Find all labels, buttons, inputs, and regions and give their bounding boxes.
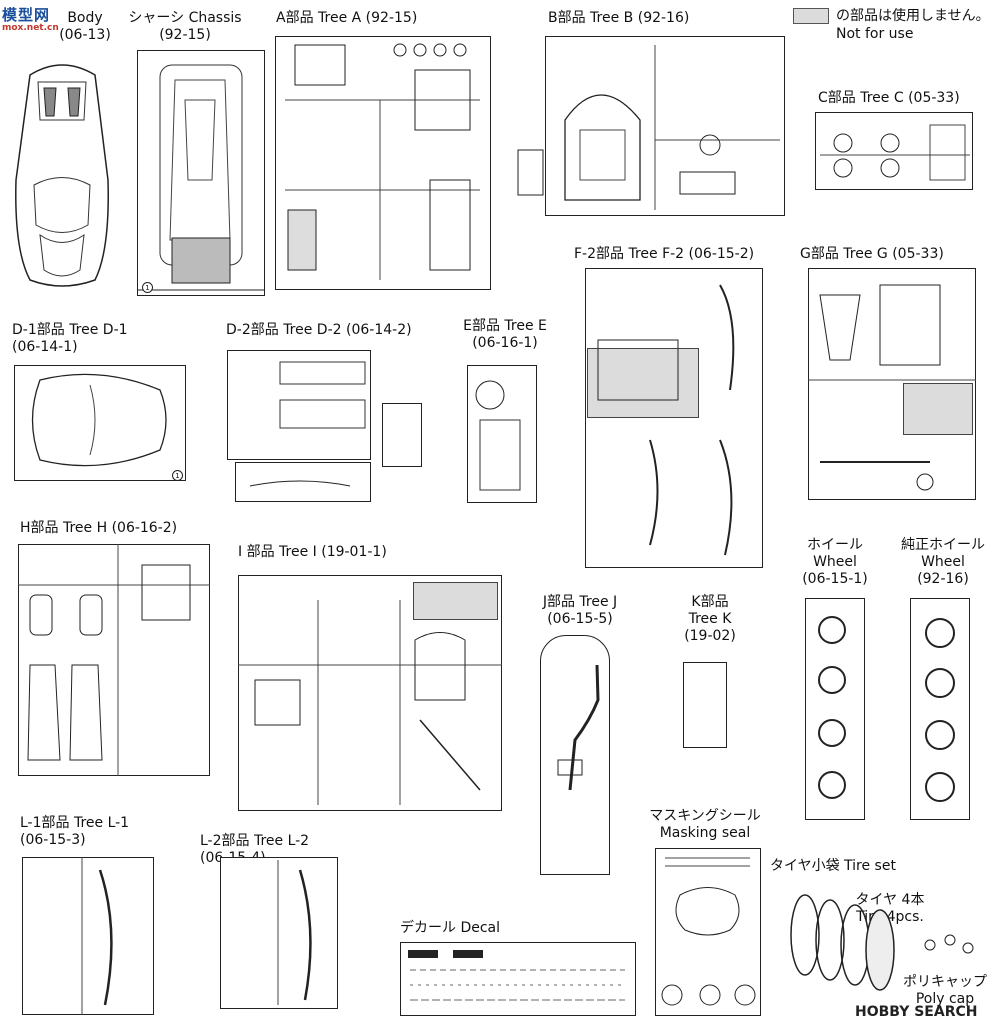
tree-d1-label: D-1部品 Tree D-1(06-14-1) — [12, 322, 128, 355]
tree-e-label: E部品 Tree E(06-16-1) — [463, 318, 547, 351]
site-watermark-logo: 模型网 mox.net.cn — [2, 4, 59, 33]
tree-h-label: H部品 Tree H (06-16-2) — [20, 520, 178, 536]
decal-label: デカール Decal — [400, 920, 501, 936]
wheel-frame — [805, 598, 865, 820]
tree-l1-frame — [22, 857, 154, 1015]
body-label: Body(06-13) — [59, 10, 111, 43]
tree-d2-side-frame — [382, 403, 422, 467]
not-for-use-swatch — [793, 8, 829, 24]
tree-h-frame — [18, 544, 210, 776]
tree-j-label: J部品 Tree J(06-15-5) — [542, 594, 618, 627]
tree-c-label: C部品 Tree C (05-33) — [818, 90, 960, 106]
tree-b-label: B部品 Tree B (92-16) — [548, 10, 690, 26]
tree-l2-frame — [220, 857, 338, 1009]
tree-a-label: A部品 Tree A (92-15) — [276, 10, 418, 26]
watermark-cn-text: 模型网 — [2, 6, 51, 24]
tree-b-frame — [545, 36, 785, 216]
tree-i-label: I 部品 Tree I (19-01-1) — [238, 544, 387, 560]
tree-d2-bottom-frame — [235, 462, 371, 502]
legend-line-2: Not for use — [836, 26, 914, 42]
tree-d2-frame — [227, 350, 371, 460]
tree-g-label: G部品 Tree G (05-33) — [800, 246, 944, 262]
tree-d1-frame — [14, 365, 186, 481]
part-number-marker: 1 — [142, 282, 153, 293]
tree-f2-label: F-2部品 Tree F-2 (06-15-2) — [574, 246, 755, 262]
masking-seal-sheet — [655, 848, 761, 1016]
not-for-use-area — [587, 348, 699, 418]
tree-d2-label: D-2部品 Tree D-2 (06-14-2) — [226, 322, 412, 338]
decal-sheet — [400, 942, 636, 1016]
tree-f2-frame — [585, 268, 763, 568]
chassis-label: シャーシ Chassis(92-15) — [128, 10, 242, 43]
legend-line-1: の部品は使用しません。 — [836, 8, 990, 24]
oem-wheel-frame — [910, 598, 970, 820]
tree-l2-label: L-2部品 Tree L-2(06-15-4) — [200, 833, 310, 866]
part-number-marker: 1 — [172, 470, 183, 481]
tree-l1-label: L-1部品 Tree L-1(06-15-3) — [20, 815, 130, 848]
not-for-use-area — [903, 383, 973, 435]
not-for-use-area — [413, 582, 498, 620]
watermark-url-text: mox.net.cn — [2, 23, 59, 33]
tree-k-frame — [683, 662, 727, 748]
tire-set-label: タイヤ小袋 Tire set — [770, 858, 896, 874]
hobby-search-watermark: HOBBY SEARCH — [855, 1004, 978, 1020]
